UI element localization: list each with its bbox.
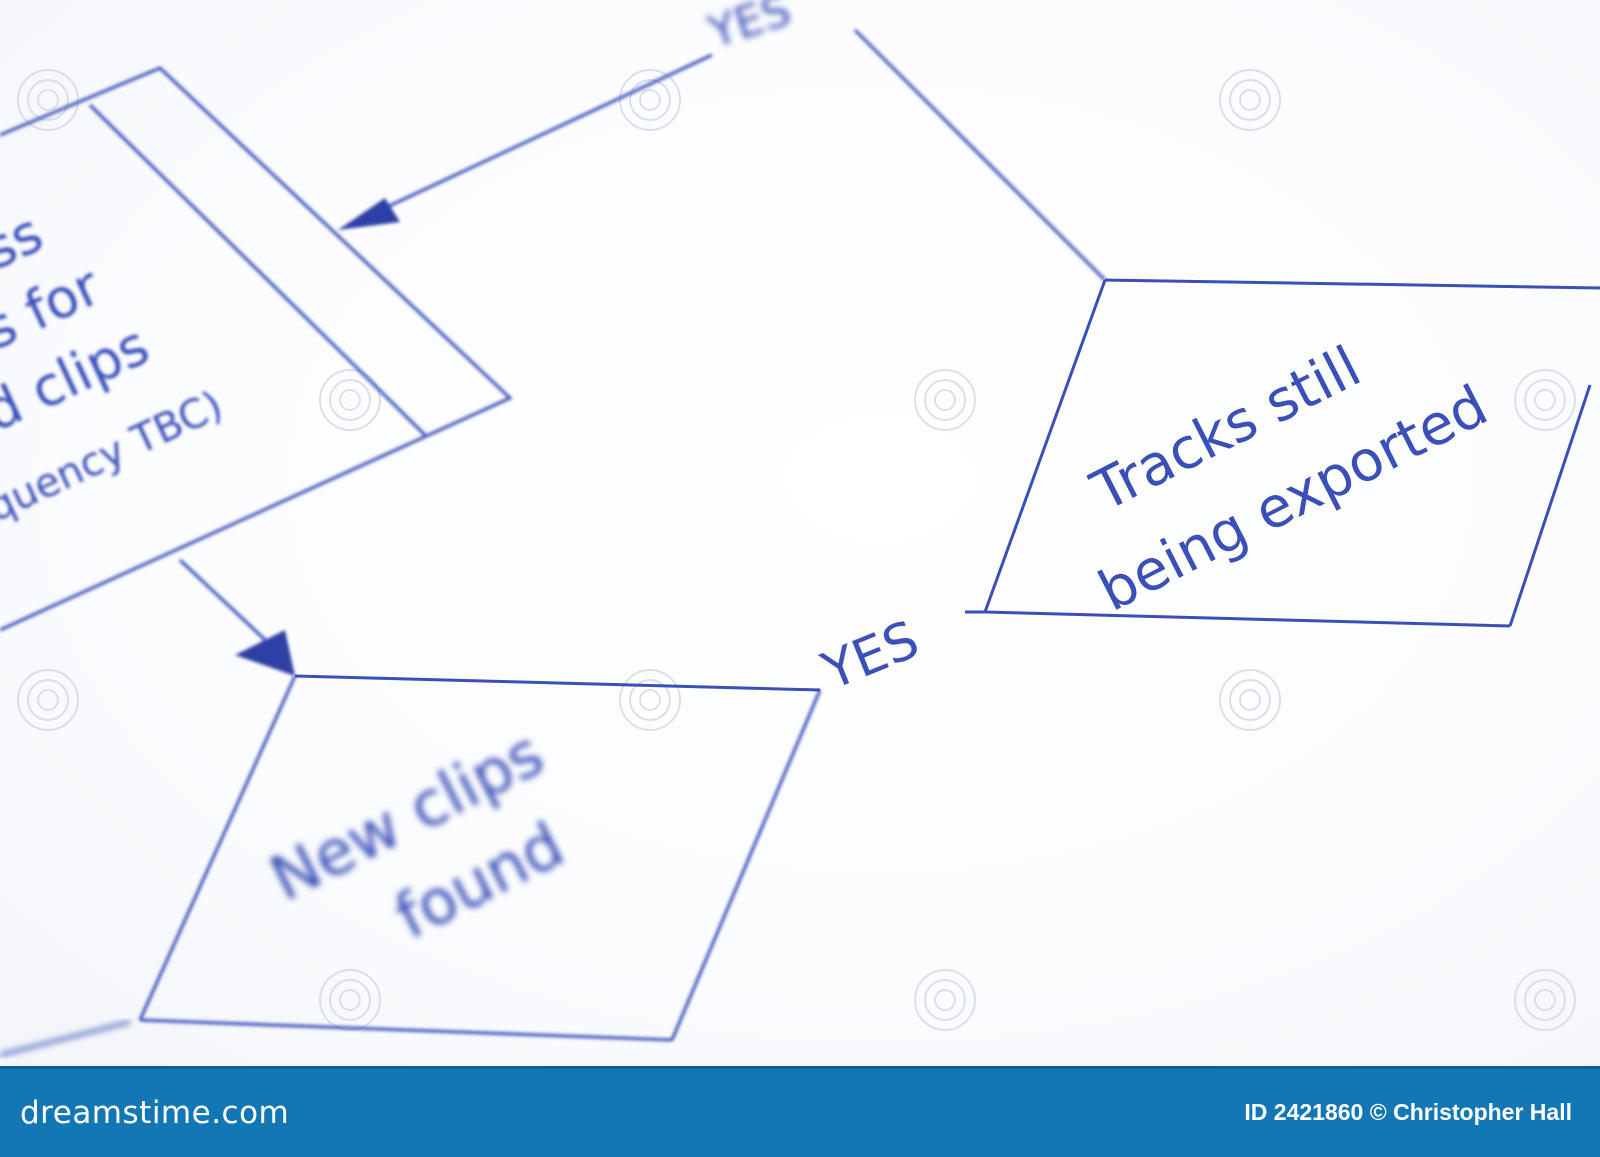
yes-label-group: YES	[813, 610, 927, 703]
watermark-footer-bar: dreamstime.com ID 2421860 © Christopher …	[0, 1066, 1600, 1157]
process-box-top-left	[0, 66, 513, 632]
photo-credit: ID 2421860 © Christopher Hall	[1244, 1099, 1572, 1125]
top-left-line-1: ss	[0, 201, 52, 282]
connector-to-new-clips	[178, 558, 295, 676]
watermark-spirals	[17, 69, 1576, 1031]
top-yes-partial: YES	[702, 0, 797, 59]
decision-shape-tracks	[983, 278, 1600, 628]
flowchart-photo: ss s for d clips quency TBC) YES Tracks …	[0, 0, 1600, 1066]
process-box-new-clips	[138, 675, 822, 1042]
new-clips-text: New clips found	[259, 716, 575, 953]
flowchart-drawing: ss s for d clips quency TBC) YES Tracks …	[0, 0, 1600, 1057]
top-left-box-text: ss s for d clips quency TBC)	[0, 201, 230, 531]
arrowhead-bottom	[235, 630, 295, 676]
yes-label: YES	[813, 610, 927, 703]
connector-top-to-decision	[853, 28, 1107, 282]
top-yes-label: YES	[702, 0, 797, 59]
connector-new-clips-yes	[294, 610, 985, 692]
arrowhead-top	[338, 198, 400, 230]
connector-to-top-box	[338, 53, 713, 230]
decision-text: Tracks still being exported	[1081, 334, 1498, 624]
site-logo: dreamstime.com	[20, 1095, 290, 1131]
bottom-left-edge	[0, 1020, 131, 1057]
